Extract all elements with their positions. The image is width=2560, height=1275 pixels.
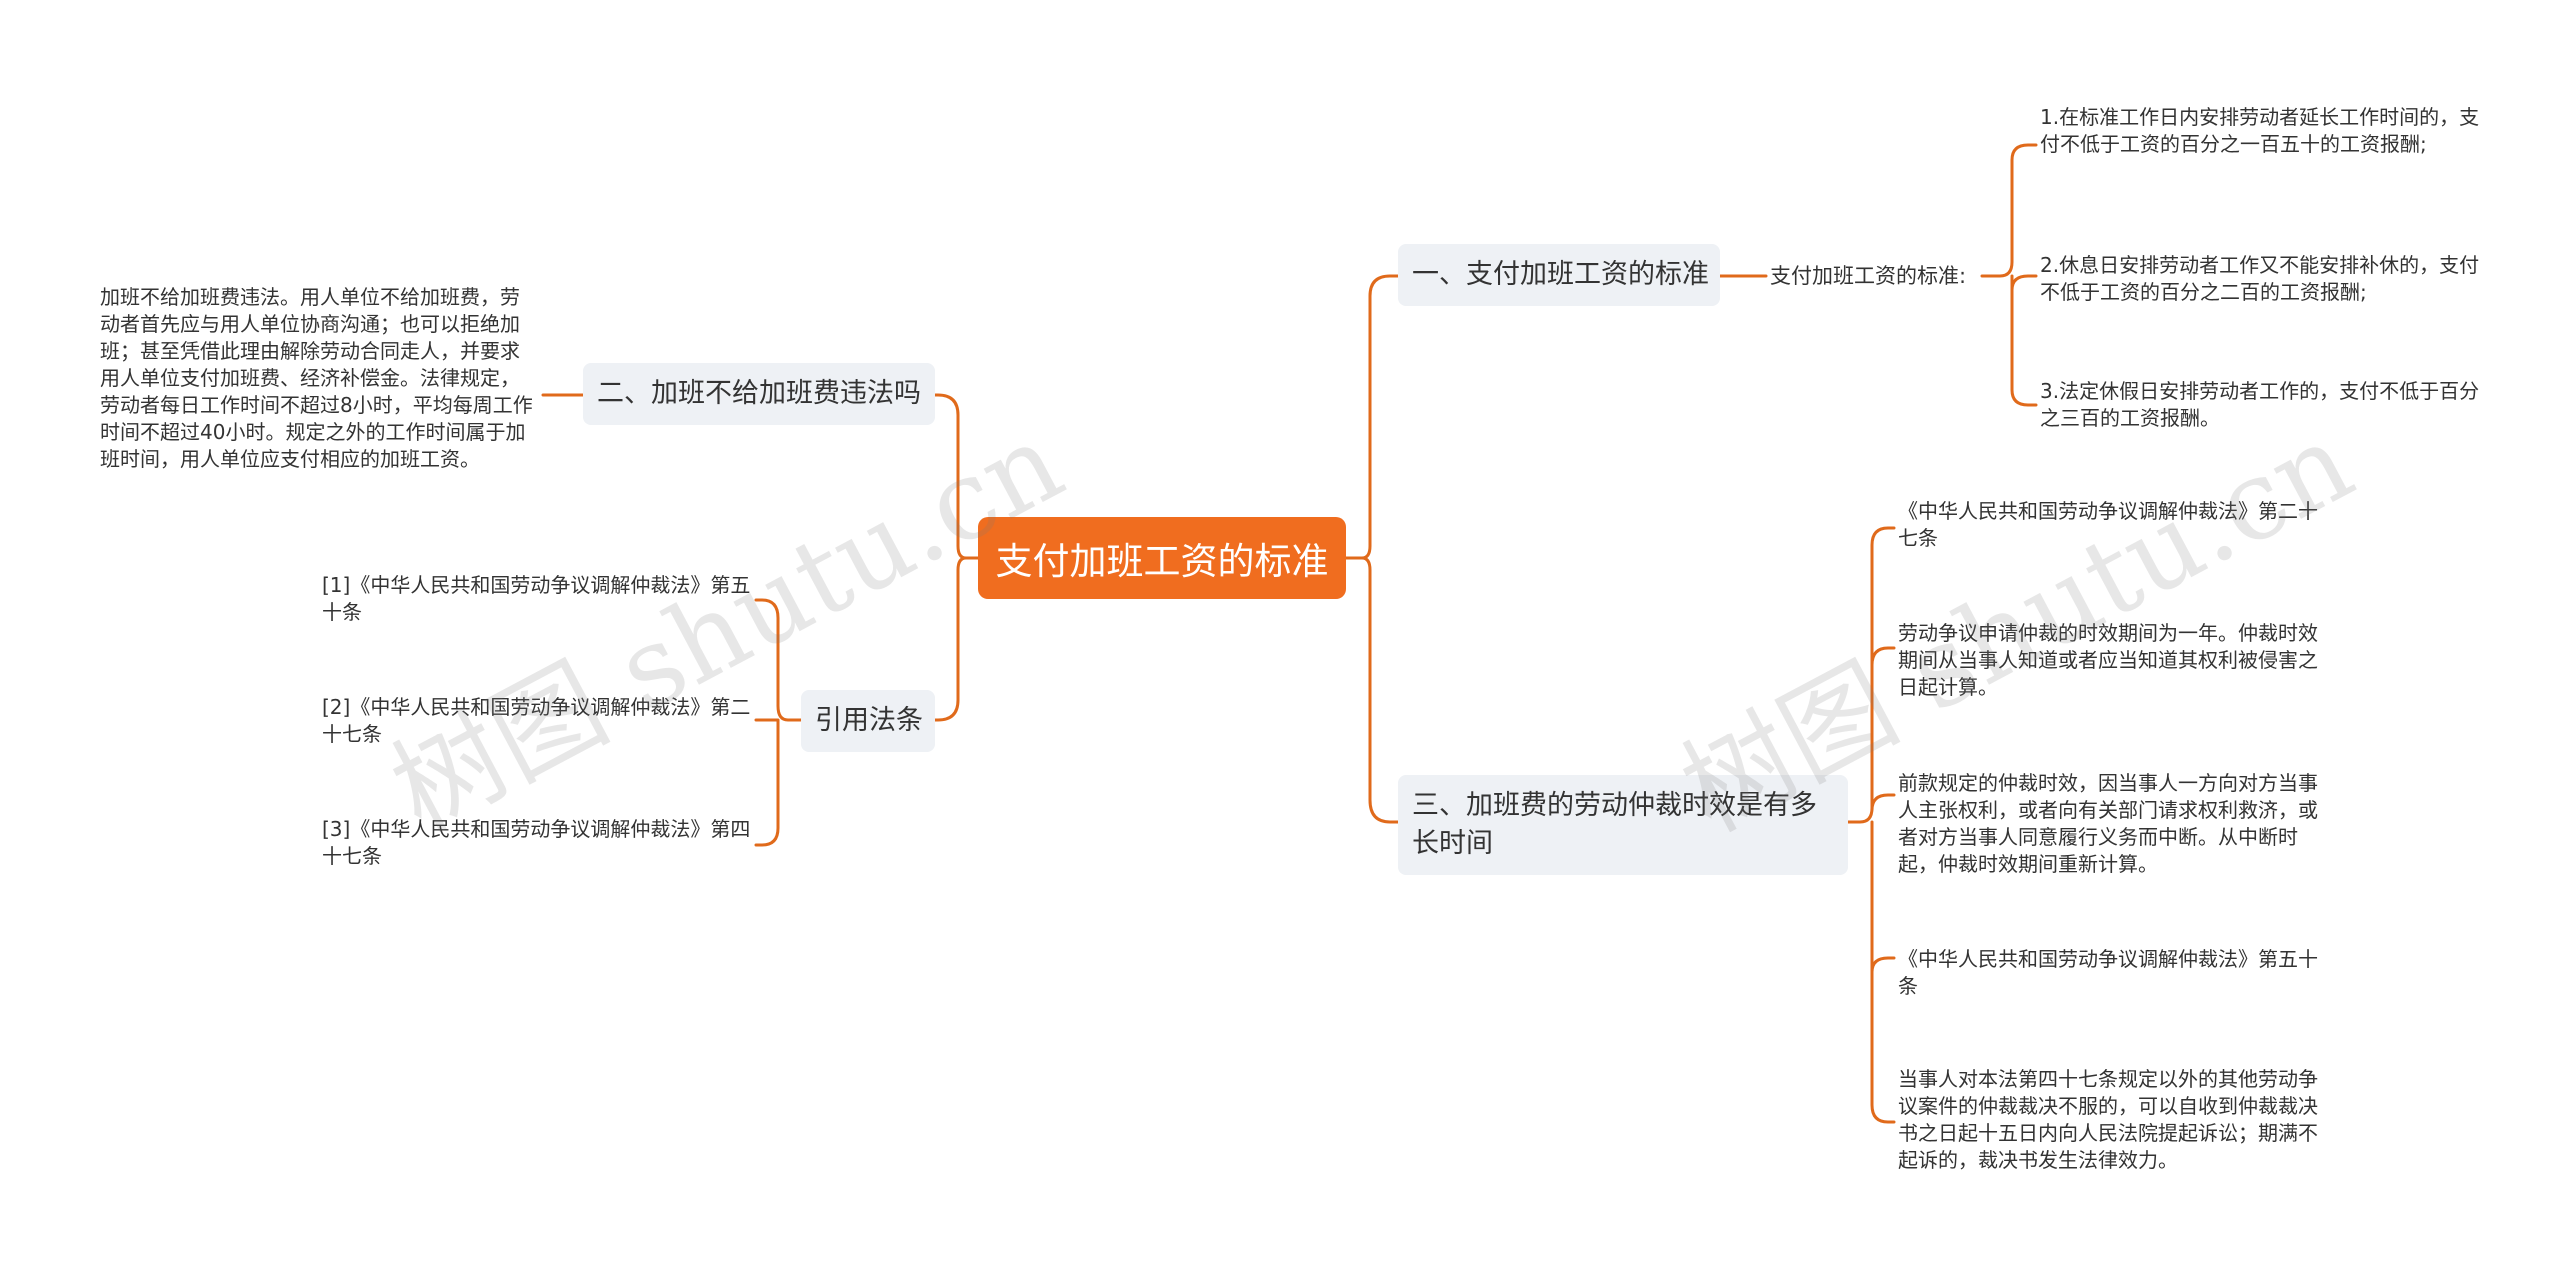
branch-3-item-4[interactable]: 《中华人民共和国劳动争议调解仲裁法》第五十条 — [1898, 946, 2333, 1000]
branch-4-item-2[interactable]: [2]《中华人民共和国劳动争议调解仲裁法》第二十七条 — [322, 694, 752, 748]
branch-3-item-4-text: 《中华人民共和国劳动争议调解仲裁法》第五十条 — [1898, 947, 2318, 998]
branch-2-content[interactable]: 加班不给加班费违法。用人单位不给加班费，劳动者首先应与用人单位协商沟通；也可以拒… — [100, 284, 535, 473]
branch-3-item-3-text: 前款规定的仲裁时效，因当事人一方向对方当事人主张权利，或者向有关部门请求权利救济… — [1898, 771, 2318, 876]
branch-3-item-2-text: 劳动争议申请仲裁的时效期间为一年。仲裁时效期间从当事人知道或者应当知道其权利被侵… — [1898, 621, 2318, 699]
branch-1-item-3[interactable]: 3.法定休假日安排劳动者工作的，支付不低于百分之三百的工资报酬。 — [2040, 378, 2480, 432]
branch-4-item-1[interactable]: [1]《中华人民共和国劳动争议调解仲裁法》第五十条 — [322, 572, 752, 626]
branch-3-item-1[interactable]: 《中华人民共和国劳动争议调解仲裁法》第二十七条 — [1898, 498, 2333, 552]
link-b4-items — [754, 598, 803, 847]
branch-4-label: 引用法条 — [815, 705, 923, 736]
branch-1-item-3-text: 3.法定休假日安排劳动者工作的，支付不低于百分之三百的工资报酬。 — [2040, 379, 2480, 430]
link-root-b3 — [1344, 556, 1400, 824]
branch-4-topic[interactable]: 引用法条 — [801, 690, 935, 752]
branch-1-item-1-text: 1.在标准工作日内安排劳动者延长工作时间的，支付不低于工资的百分之一百五十的工资… — [2040, 105, 2480, 156]
branch-2-label: 二、加班不给加班费违法吗 — [597, 378, 921, 409]
branch-2-topic[interactable]: 二、加班不给加班费违法吗 — [583, 363, 935, 425]
branch-4-item-2-text: [2]《中华人民共和国劳动争议调解仲裁法》第二十七条 — [322, 695, 751, 746]
branch-1-item-2[interactable]: 2.休息日安排劳动者工作又不能安排补休的，支付不低于工资的百分之二百的工资报酬; — [2040, 252, 2480, 306]
branch-4-item-1-text: [1]《中华人民共和国劳动争议调解仲裁法》第五十条 — [322, 573, 751, 624]
branch-1-item-1[interactable]: 1.在标准工作日内安排劳动者延长工作时间的，支付不低于工资的百分之一百五十的工资… — [2040, 104, 2480, 158]
link-b3-items — [1846, 526, 1896, 1124]
branch-3-item-1-text: 《中华人民共和国劳动争议调解仲裁法》第二十七条 — [1898, 499, 2318, 550]
branch-3-item-5[interactable]: 当事人对本法第四十七条规定以外的其他劳动争议案件的仲裁裁决不服的，可以自收到仲裁… — [1898, 1066, 2333, 1174]
branch-4-item-3-text: [3]《中华人民共和国劳动争议调解仲裁法》第四十七条 — [322, 817, 751, 868]
branch-1-label: 一、支付加班工资的标准 — [1412, 259, 1709, 290]
branch-1-item-2-text: 2.休息日安排劳动者工作又不能安排补休的，支付不低于工资的百分之二百的工资报酬; — [2040, 253, 2480, 304]
branch-3-item-2[interactable]: 劳动争议申请仲裁的时效期间为一年。仲裁时效期间从当事人知道或者应当知道其权利被侵… — [1898, 620, 2333, 701]
link-sub-items — [1980, 143, 2038, 407]
branch-4-item-3[interactable]: [3]《中华人民共和国劳动争议调解仲裁法》第四十七条 — [322, 816, 752, 870]
branch-3-topic[interactable]: 三、加班费的劳动仲裁时效是有多长时间 — [1398, 775, 1848, 875]
branch-3-item-5-text: 当事人对本法第四十七条规定以外的其他劳动争议案件的仲裁裁决不服的，可以自收到仲裁… — [1898, 1067, 2318, 1172]
link-root-b1 — [1344, 274, 1400, 560]
branch-1-sub-topic[interactable]: 支付加班工资的标准: — [1770, 262, 1966, 290]
branch-1-sub-label: 支付加班工资的标准: — [1770, 264, 1967, 288]
branch-1-topic[interactable]: 一、支付加班工资的标准 — [1398, 244, 1720, 306]
link-root-b2 — [933, 393, 980, 560]
root-topic-label: 支付加班工资的标准 — [995, 540, 1329, 583]
branch-3-item-3[interactable]: 前款规定的仲裁时效，因当事人一方向对方当事人主张权利，或者向有关部门请求权利救济… — [1898, 770, 2333, 878]
root-topic[interactable]: 支付加班工资的标准 — [978, 517, 1346, 599]
branch-3-label: 三、加班费的劳动仲裁时效是有多长时间 — [1412, 790, 1817, 859]
link-root-b4 — [933, 556, 980, 722]
branch-2-content-text: 加班不给加班费违法。用人单位不给加班费，劳动者首先应与用人单位协商沟通；也可以拒… — [100, 285, 533, 471]
